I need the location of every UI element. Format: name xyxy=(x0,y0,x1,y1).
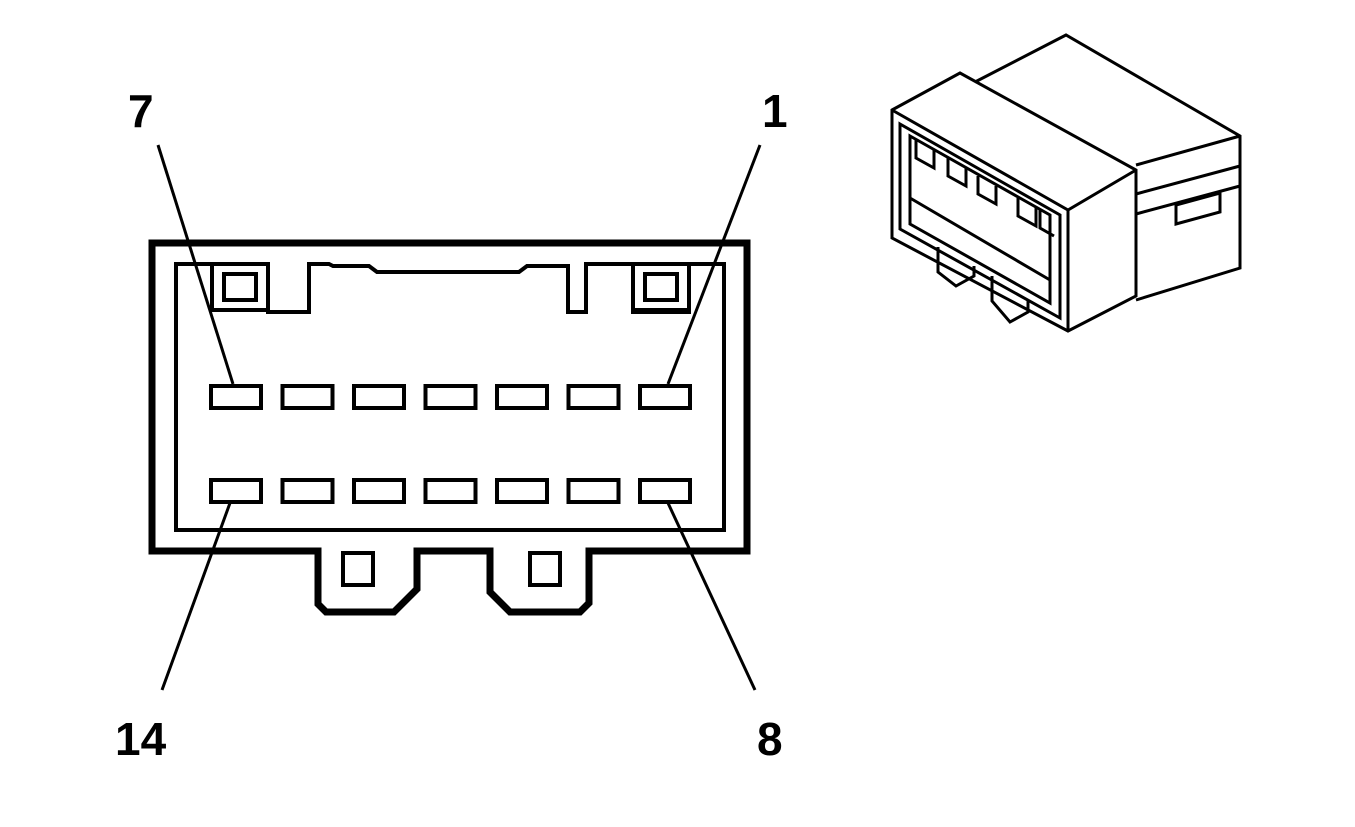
pin-cavity xyxy=(352,478,406,504)
pin-label-1: 1 xyxy=(762,85,788,137)
pin-cavity xyxy=(495,478,549,504)
pin-cavities xyxy=(209,384,692,504)
iso-bottom-tab-right xyxy=(990,276,1030,324)
latch-window-left-inner xyxy=(222,272,258,302)
pin-cavity xyxy=(209,478,263,504)
iso-rear-edge xyxy=(1135,134,1241,167)
pin-cavity xyxy=(566,478,621,504)
connector-isometric-view xyxy=(890,33,1242,333)
leader-line-pin-8 xyxy=(666,502,757,691)
pin-label-8: 8 xyxy=(757,713,783,765)
latch-window-left xyxy=(210,262,270,312)
iso-top-keys xyxy=(914,140,1055,238)
housing-inner xyxy=(174,262,726,532)
leader-line-pin-7 xyxy=(156,144,235,385)
housing-outer xyxy=(148,239,751,616)
iso-front-inner xyxy=(898,121,1062,321)
pin-cavity xyxy=(566,384,621,410)
pin-cavity xyxy=(280,384,335,410)
tab-window-left xyxy=(341,551,375,587)
leader-line-pin-14 xyxy=(160,502,232,691)
pin-cavity xyxy=(423,384,478,410)
iso-front-cavity xyxy=(908,133,1052,306)
tab-window-right xyxy=(528,551,562,587)
iso-bottom-tab-left xyxy=(936,247,976,288)
leader-line-pin-1 xyxy=(666,144,762,385)
connector-face-view xyxy=(148,144,762,691)
pin-cavity xyxy=(423,478,478,504)
pin-cavity xyxy=(638,384,692,410)
latch-window-right xyxy=(631,262,691,312)
pin-cavity xyxy=(280,478,335,504)
pin-cavity xyxy=(209,384,263,410)
pin-label-14: 14 xyxy=(115,713,167,765)
iso-rear-side-slot xyxy=(1135,164,1241,226)
pin-cavity xyxy=(638,478,692,504)
pin-cavity xyxy=(495,384,549,410)
iso-front-outer xyxy=(890,71,1138,333)
latch-window-right-inner xyxy=(643,272,679,302)
pin-label-7: 7 xyxy=(128,85,154,137)
pin-cavity xyxy=(352,384,406,410)
